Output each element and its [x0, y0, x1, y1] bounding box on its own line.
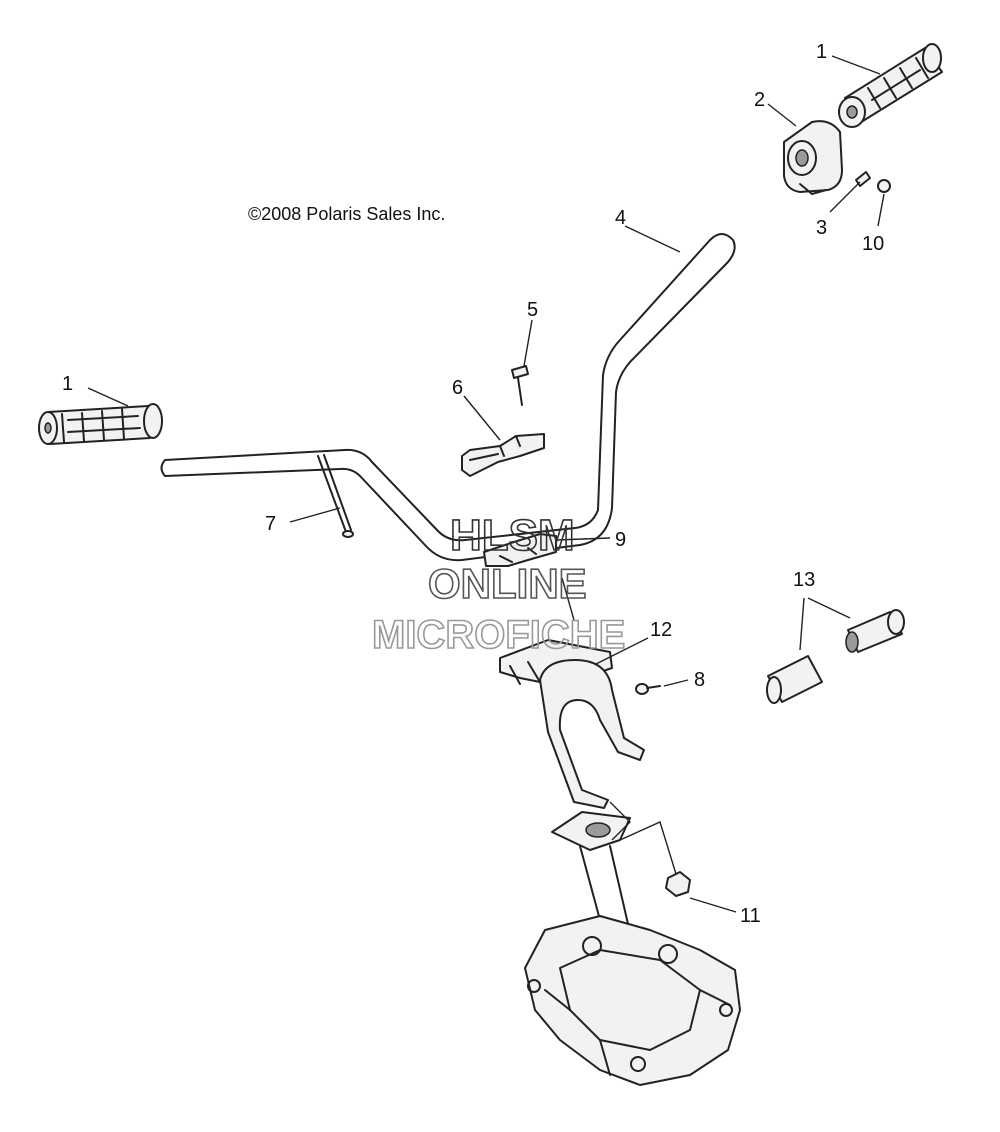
- callout-bar-end-13: 13: [793, 569, 815, 591]
- callout-grip-right: 1: [816, 41, 827, 63]
- callout-throttle-housing: 2: [754, 89, 765, 111]
- watermark-line2: ONLINE: [428, 560, 587, 607]
- bolt-5: [511, 365, 529, 406]
- watermark-line1: HLSM: [450, 511, 575, 560]
- steering-frame: [524, 811, 741, 1086]
- bracket-12: [499, 639, 645, 809]
- callout-handlebar: 4: [615, 207, 626, 229]
- watermark: HLSM ONLINE MICROFICHE: [371, 510, 626, 658]
- screw-10: [877, 179, 891, 193]
- bar-end-13: [766, 609, 905, 704]
- nut-11: [665, 871, 691, 897]
- callout-grip-left: 1: [62, 373, 73, 395]
- watermark-line3: MICROFICHE: [372, 613, 625, 657]
- rod-7: [317, 454, 354, 538]
- callout-clamp-upper: 6: [452, 377, 463, 399]
- grip-right: [838, 43, 943, 128]
- callout-screw-3: 3: [816, 217, 827, 239]
- screw-8: [635, 683, 661, 695]
- handlebar: [160, 233, 736, 562]
- callout-clamp-lower: 9: [615, 529, 626, 551]
- throttle-housing: [783, 120, 843, 195]
- callout-screw-10: 10: [862, 233, 884, 255]
- grip-left: [38, 403, 163, 445]
- callout-screw-8: 8: [694, 669, 705, 691]
- callout-rod-7: 7: [265, 513, 276, 535]
- clamp-lower: [483, 533, 557, 567]
- callouts: 1 1 2 3 4 5 6 7 8 9 10 11 12 13: [62, 41, 884, 927]
- callout-bracket-12: 12: [650, 619, 672, 641]
- leader-lines: [87, 55, 885, 913]
- copyright-text: ©2008 Polaris Sales Inc.: [248, 204, 445, 224]
- clamp-upper: [461, 433, 545, 477]
- callout-nut-11: 11: [740, 905, 761, 927]
- callout-bolt-5: 5: [527, 299, 538, 321]
